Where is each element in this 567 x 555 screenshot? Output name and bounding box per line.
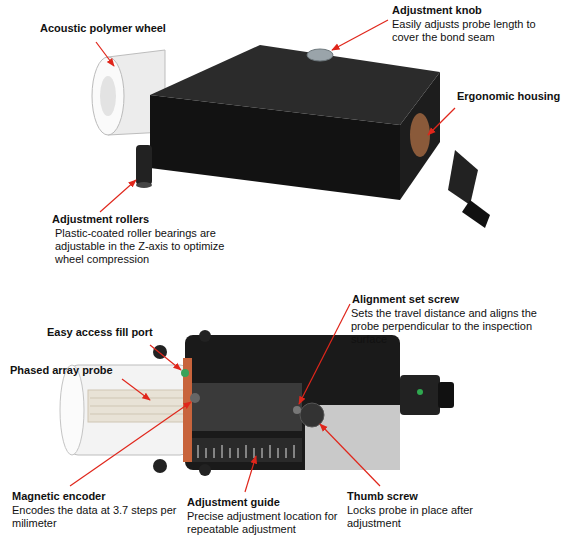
housing-side [400,72,440,200]
wheel-face [60,365,84,455]
cable-connector [448,150,478,205]
part-name: Adjustment knob [392,4,482,17]
probe-stripes [90,398,186,414]
connector-end [438,382,454,408]
leader-line [70,402,191,486]
part-description: Encodes the data at 3.7 steps per milime… [12,504,182,530]
fill-port [181,369,189,377]
probe-channel [192,383,302,431]
part-description: Sets the travel distance and aligns the … [351,307,563,347]
wheel-face [92,57,124,135]
magnetic-encoder [190,393,200,403]
part-name: Magnetic encoder [12,490,106,503]
adjustment-guide [192,438,302,462]
leader-line [100,180,136,212]
cable [462,200,490,228]
leader-line [150,345,181,370]
roller [199,330,211,342]
bottom-device [60,330,454,476]
leader-line [299,304,350,404]
part-description: Precise adjustment location for repeatab… [187,510,357,536]
roller [153,459,167,473]
leader-line [428,108,455,135]
status-led [417,389,423,395]
leader-line [96,42,114,66]
housing [185,335,400,470]
housing-front [150,95,400,200]
thumb-screw [300,403,324,427]
part-name: Alignment set screw [352,293,459,306]
part-name: Acoustic polymer wheel [40,22,166,35]
wheel-hub [100,76,116,116]
roller [199,464,211,476]
phased-array-probe [88,390,188,422]
housing-port [410,113,430,157]
connector [400,375,440,415]
guide-ticks [198,445,294,458]
roller-end [136,182,152,188]
leader-line [332,20,388,50]
leader-line [320,424,380,486]
part-name: Adjustment guide [187,496,280,509]
part-description: Locks probe in place after adjustment [347,504,477,530]
part-description: Plastic-coated roller bearings are adjus… [55,227,255,267]
leader-line [245,456,256,492]
part-name: Thumb screw [347,490,418,503]
leader-line [122,379,150,400]
part-description: Easily adjusts probe length to cover the… [392,18,562,44]
adjustment-knob [307,49,333,61]
alignment-set-screw [293,406,301,414]
top-device [92,45,490,228]
polymer-wheel [70,365,188,455]
adjustment-roller [136,145,152,185]
part-name: Easy access fill port [47,326,153,339]
part-name: Adjustment rollers [52,213,149,226]
part-name: Phased array probe [10,364,113,377]
part-name: Ergonomic housing [457,90,560,103]
